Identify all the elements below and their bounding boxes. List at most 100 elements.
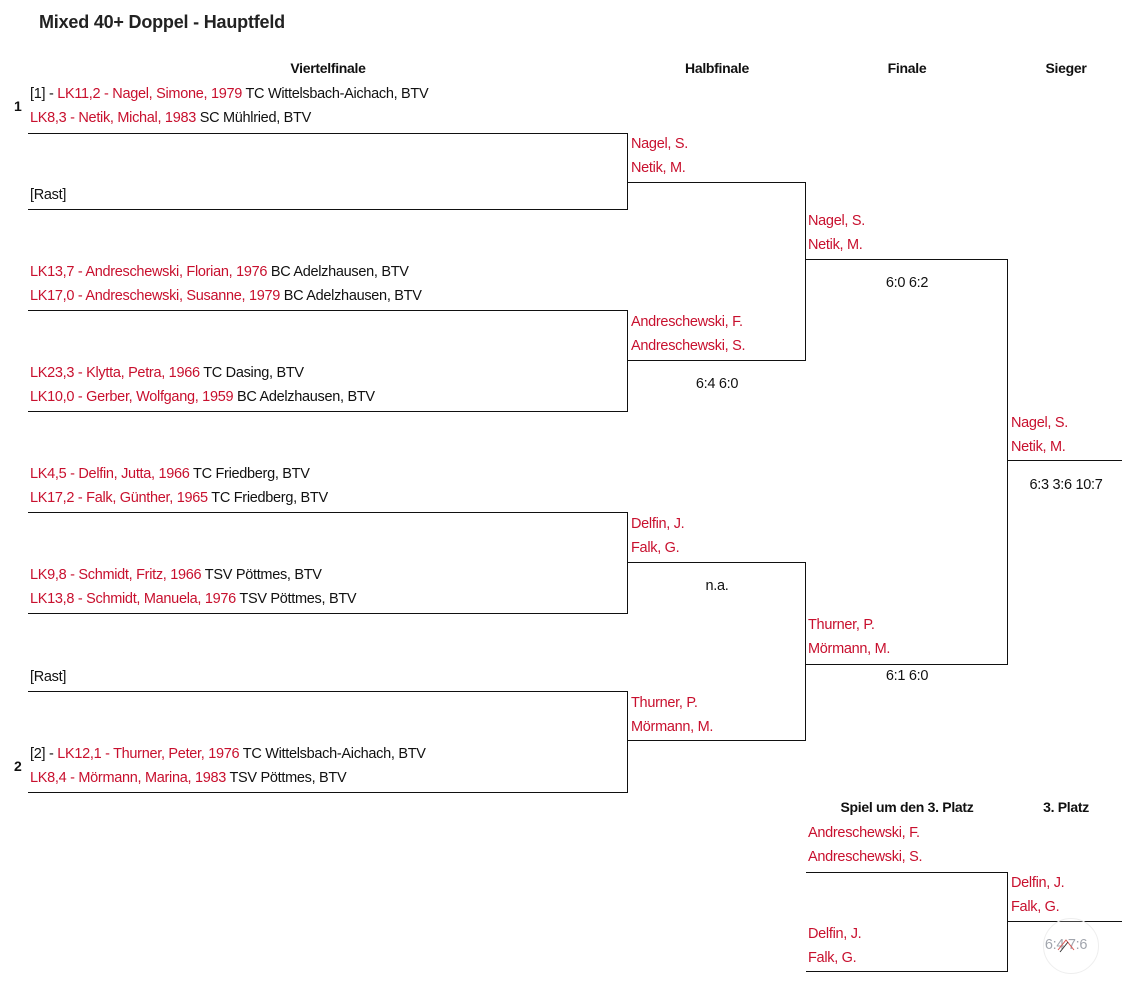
player-name[interactable]: LK8,4 - Mörmann, Marina, 1983 <box>30 770 227 786</box>
round-header-semifinal: Halbfinale <box>685 60 749 76</box>
qf-player-1-2[interactable]: LK8,3 - Netik, Michal, 1983 SC Mühlried,… <box>30 109 311 127</box>
bracket-connector <box>805 182 806 361</box>
seed-label: [2] - <box>30 746 58 762</box>
qf-player-6-1[interactable]: LK9,8 - Schmidt, Fritz, 1966 TSV Pöttmes… <box>30 566 322 584</box>
qf-player-4-2[interactable]: LK10,0 - Gerber, Wolfgang, 1959 BC Adelz… <box>30 388 375 406</box>
qf-player-1-1[interactable]: [1] - LK11,2 - Nagel, Simone, 1979 TC Wi… <box>30 85 429 103</box>
final-score: 6:3 3:6 10:7 <box>1029 477 1103 493</box>
bracket-line <box>28 792 628 793</box>
round-header-final: Finale <box>887 60 927 76</box>
third-place-player[interactable]: Delfin, J. <box>808 926 862 942</box>
player-name[interactable]: LK17,0 - Andreschewski, Susanne, 1979 <box>30 288 281 304</box>
player-name[interactable]: LK17,2 - Falk, Günther, 1965 <box>30 490 208 506</box>
sf-player[interactable]: Andreschewski, F. <box>631 314 743 330</box>
club-name: TSV Pöttmes, BTV <box>235 591 357 607</box>
bracket-connector <box>627 310 628 412</box>
winner-player[interactable]: Netik, M. <box>1011 439 1066 455</box>
club-name: TC Friedberg, BTV <box>189 466 310 482</box>
club-name: TSV Pöttmes, BTV <box>201 567 322 583</box>
bracket-line <box>28 512 628 513</box>
bracket-connector <box>627 691 628 793</box>
sf-player[interactable]: Delfin, J. <box>631 516 685 532</box>
qf-player-5-2[interactable]: LK17,2 - Falk, Günther, 1965 TC Friedber… <box>30 489 328 507</box>
qf-player-4-1[interactable]: LK23,3 - Klytta, Petra, 1966 TC Dasing, … <box>30 364 304 382</box>
club-name: TSV Pöttmes, BTV <box>226 770 347 786</box>
seed-number: 1 <box>14 98 22 114</box>
bracket-line <box>28 209 628 210</box>
third-place-winner[interactable]: Falk, G. <box>1011 899 1060 915</box>
final-player[interactable]: Nagel, S. <box>808 213 865 229</box>
bracket-line <box>628 562 806 563</box>
bracket-line <box>28 411 628 412</box>
sf-player[interactable]: Netik, M. <box>631 160 686 176</box>
third-place-winner[interactable]: Delfin, J. <box>1011 875 1065 891</box>
sf-player[interactable]: Andreschewski, S. <box>631 338 746 354</box>
bracket-line <box>28 613 628 614</box>
match-score: 6:1 6:0 <box>885 668 929 684</box>
third-place-player[interactable]: Andreschewski, F. <box>808 825 920 841</box>
final-player[interactable]: Netik, M. <box>808 237 863 253</box>
player-name[interactable]: LK13,8 - Schmidt, Manuela, 1976 <box>30 591 236 607</box>
club-name: TC Dasing, BTV <box>199 365 304 381</box>
match-score: 6:0 6:2 <box>885 275 929 291</box>
final-player[interactable]: Mörmann, M. <box>808 641 891 657</box>
match-score: 6:4 6:0 <box>695 376 739 392</box>
bracket-line <box>806 259 1008 260</box>
bracket-line <box>628 182 806 183</box>
match-score: n.a. <box>705 578 729 594</box>
bracket-line <box>806 664 1008 665</box>
bracket-connector <box>627 512 628 614</box>
third-place-player[interactable]: Falk, G. <box>808 950 857 966</box>
qf-player-5-1[interactable]: LK4,5 - Delfin, Jutta, 1966 TC Friedberg… <box>30 465 310 483</box>
third-place-player[interactable]: Andreschewski, S. <box>808 849 923 865</box>
qf-player-3-2[interactable]: LK17,0 - Andreschewski, Susanne, 1979 BC… <box>30 287 422 305</box>
seed-label: [1] - <box>30 86 58 102</box>
bracket-line <box>806 872 1008 873</box>
qf-player-8-1[interactable]: [2] - LK12,1 - Thurner, Peter, 1976 TC W… <box>30 745 426 763</box>
club-name: TC Wittelsbach-Aichach, BTV <box>242 86 429 102</box>
club-name: SC Mühlried, BTV <box>196 110 312 126</box>
bracket-connector <box>627 133 628 210</box>
club-name: BC Adelzhausen, BTV <box>280 288 422 304</box>
bye-label: [Rast] <box>30 669 67 685</box>
cursor-trail-icon <box>1057 939 1075 953</box>
club-name: TC Friedberg, BTV <box>207 490 328 506</box>
bracket-connector <box>805 562 806 741</box>
winner-player[interactable]: Nagel, S. <box>1011 415 1068 431</box>
player-name[interactable]: LK11,2 - Nagel, Simone, 1979 <box>57 86 243 102</box>
club-name: TC Wittelsbach-Aichach, BTV <box>239 746 426 762</box>
bracket-line <box>628 360 806 361</box>
sf-player[interactable]: Nagel, S. <box>631 136 688 152</box>
player-name[interactable]: LK4,5 - Delfin, Jutta, 1966 <box>30 466 190 482</box>
round-header-quarterfinal: Viertelfinale <box>290 60 366 76</box>
sf-player[interactable]: Thurner, P. <box>631 695 698 711</box>
club-name: BC Adelzhausen, BTV <box>267 264 409 280</box>
round-header-third-place-match: Spiel um den 3. Platz <box>840 799 974 815</box>
player-name[interactable]: LK10,0 - Gerber, Wolfgang, 1959 <box>30 389 234 405</box>
bracket-line <box>28 691 628 692</box>
club-name: BC Adelzhausen, BTV <box>233 389 375 405</box>
bracket-line <box>1008 460 1122 461</box>
bracket-line <box>806 971 1008 972</box>
page-title: Mixed 40+ Doppel - Hauptfeld <box>39 12 285 32</box>
round-header-winner: Sieger <box>1045 60 1087 76</box>
bracket-line <box>28 133 628 134</box>
bracket-line <box>28 310 628 311</box>
qf-player-3-1[interactable]: LK13,7 - Andreschewski, Florian, 1976 BC… <box>30 263 409 281</box>
bracket-connector <box>1007 259 1008 665</box>
sf-player[interactable]: Mörmann, M. <box>631 719 714 735</box>
player-name[interactable]: LK12,1 - Thurner, Peter, 1976 <box>57 746 240 762</box>
seed-number: 2 <box>14 758 22 774</box>
player-name[interactable]: LK23,3 - Klytta, Petra, 1966 <box>30 365 200 381</box>
player-name[interactable]: LK13,7 - Andreschewski, Florian, 1976 <box>30 264 268 280</box>
round-header-third-place: 3. Platz <box>1043 799 1089 815</box>
sf-player[interactable]: Falk, G. <box>631 540 680 556</box>
bracket-line <box>628 740 806 741</box>
qf-player-8-2[interactable]: LK8,4 - Mörmann, Marina, 1983 TSV Pöttme… <box>30 769 347 787</box>
bracket-connector <box>1007 872 1008 972</box>
final-player[interactable]: Thurner, P. <box>808 617 875 633</box>
player-name[interactable]: LK8,3 - Netik, Michal, 1983 <box>30 110 196 126</box>
bye-label: [Rast] <box>30 187 67 203</box>
player-name[interactable]: LK9,8 - Schmidt, Fritz, 1966 <box>30 567 202 583</box>
qf-player-6-2[interactable]: LK13,8 - Schmidt, Manuela, 1976 TSV Pött… <box>30 590 357 608</box>
